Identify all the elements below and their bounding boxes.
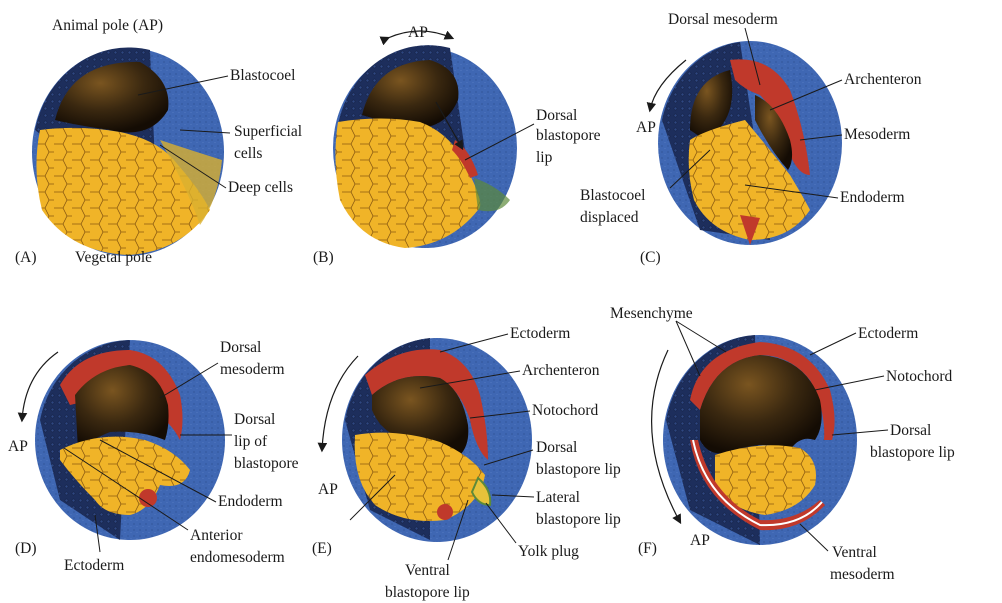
label-archenteron-e: Archenteron (522, 362, 600, 379)
panel-f (663, 335, 857, 545)
label-notochord-f: Notochord (886, 368, 953, 385)
label-mesoderm-c: Mesoderm (844, 126, 910, 143)
label-ap-c: AP (636, 119, 656, 136)
label-ventral-blastopore-lip-2: blastopore lip (385, 584, 470, 601)
panel-letter-a: (A) (15, 249, 37, 266)
panel-b (333, 45, 517, 248)
ventral-mesoderm-e (437, 504, 453, 520)
label-dorsal-mesoderm-c: Dorsal mesoderm (668, 11, 778, 28)
label-blastocoel-a: Blastocoel (230, 67, 295, 84)
label-lateral-blastopore-lip-2: blastopore lip (536, 511, 621, 528)
label-vegetal-pole: Vegetal pole (75, 249, 152, 266)
label-dorsal-lip-d-2: lip of (234, 433, 268, 450)
panel-e (342, 338, 532, 542)
panel-letter-e: (E) (312, 540, 332, 557)
panel-letter-b: (B) (313, 249, 334, 266)
label-blastocoel-displaced-2: displaced (580, 209, 639, 226)
label-animal-pole: Animal pole (AP) (52, 17, 163, 34)
label-deep-cells: Deep cells (228, 179, 293, 196)
label-dorsal-blastopore-lip-b-1: Dorsal (536, 107, 577, 124)
label-dorsal-blastopore-lip-e-1: Dorsal (536, 439, 577, 456)
label-lateral-blastopore-lip-1: Lateral (536, 489, 580, 506)
label-ap-b: AP (408, 24, 428, 41)
label-ventral-blastopore-lip-1: Ventral (405, 562, 450, 579)
panel-letter-d: (D) (15, 540, 37, 557)
label-blastocoel-displaced-1: Blastocoel (580, 187, 645, 204)
label-ventral-mesoderm-1: Ventral (832, 544, 877, 561)
label-anterior-endomesoderm-2: endomesoderm (190, 549, 285, 566)
panel-a (32, 47, 224, 256)
label-dorsal-blastopore-lip-e-2: blastopore lip (536, 461, 621, 478)
label-dorsal-blastopore-lip-f-1: Dorsal (890, 422, 931, 439)
label-endoderm-d: Endoderm (218, 493, 283, 510)
label-yolk-plug: Yolk plug (518, 543, 579, 560)
label-dorsal-mesoderm-d-2: mesoderm (220, 361, 285, 378)
panel-letter-c: (C) (640, 249, 661, 266)
anterior-endomesoderm-d (139, 489, 157, 507)
label-dorsal-lip-d-3: blastopore (234, 455, 299, 472)
label-superficial-cells-2: cells (234, 145, 262, 162)
panel-d (35, 340, 225, 540)
label-dorsal-mesoderm-d-1: Dorsal (220, 339, 261, 356)
label-ap-f: AP (690, 532, 710, 549)
label-notochord-e: Notochord (532, 402, 599, 419)
label-ectoderm-d: Ectoderm (64, 557, 124, 574)
label-superficial-cells-1: Superficial (234, 123, 302, 140)
label-ectoderm-f: Ectoderm (858, 325, 918, 342)
label-ap-e: AP (318, 481, 338, 498)
label-mesenchyme: Mesenchyme (610, 305, 693, 322)
label-archenteron-c: Archenteron (844, 71, 922, 88)
label-endoderm-c: Endoderm (840, 189, 905, 206)
label-dorsal-blastopore-lip-b-3: lip (536, 149, 553, 166)
label-dorsal-lip-d-1: Dorsal (234, 411, 275, 428)
panel-c (658, 41, 842, 245)
panel-letter-f: (F) (638, 540, 657, 557)
label-anterior-endomesoderm-1: Anterior (190, 527, 243, 544)
label-dorsal-blastopore-lip-f-2: blastopore lip (870, 444, 955, 461)
label-ectoderm-e: Ectoderm (510, 325, 570, 342)
label-ap-d: AP (8, 438, 28, 455)
label-dorsal-blastopore-lip-b-2: blastopore (536, 127, 601, 144)
label-ventral-mesoderm-2: mesoderm (830, 566, 895, 583)
